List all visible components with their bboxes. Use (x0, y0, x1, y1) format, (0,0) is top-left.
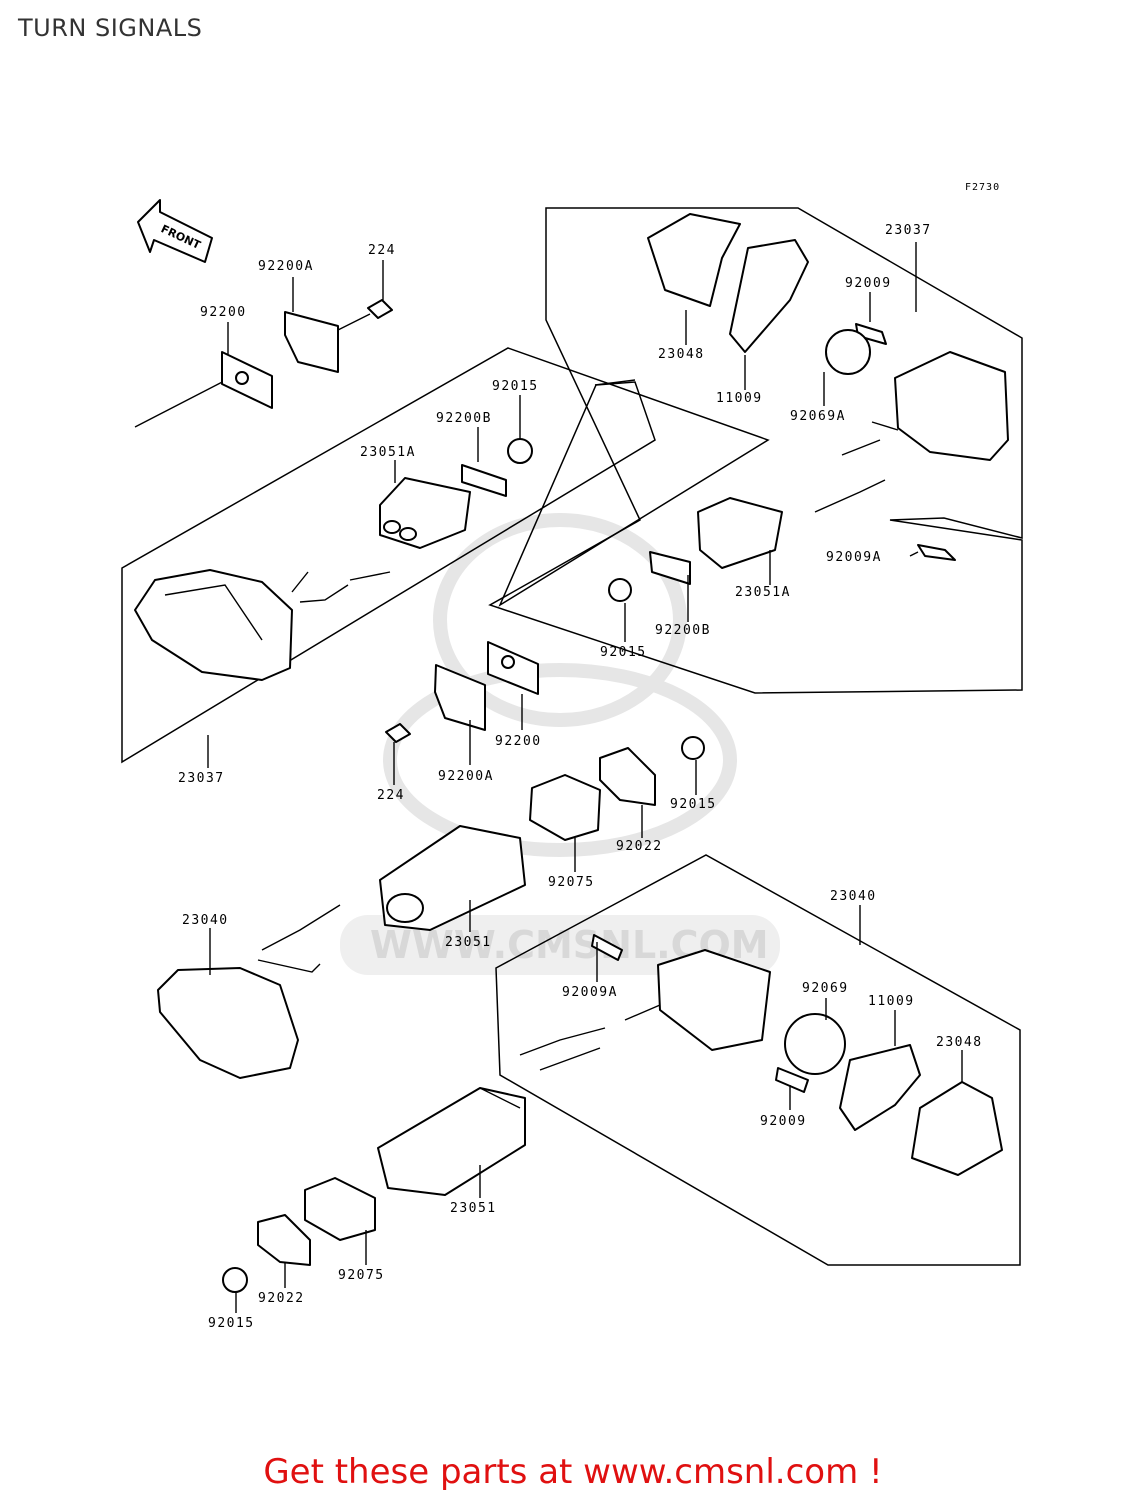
callout-92015-middle: 92015 (670, 797, 717, 812)
callout-92200B-right: 92200B (655, 623, 711, 638)
callout-leaders (207, 242, 963, 1313)
callout-11009-top: 11009 (716, 391, 763, 406)
callout-labels: 92200A 224 92200 92015 92200B 23051A 230… (178, 223, 983, 1331)
lens-23048-upper (647, 213, 741, 307)
callout-23048-top: 23048 (658, 347, 705, 362)
callout-23040-left: 23040 (182, 913, 229, 928)
frame-rear-left (495, 854, 1021, 1266)
callout-23040-right: 23040 (830, 889, 877, 904)
callout-92009-top: 92009 (845, 276, 892, 291)
callout-92069: 92069 (802, 981, 849, 996)
nut-92015-upper (507, 438, 533, 464)
turn-signal-23037-left (134, 569, 293, 681)
callout-92075-lower: 92075 (338, 1268, 385, 1283)
callout-92069A: 92069A (790, 409, 846, 424)
grommet-92075-lower (304, 1177, 376, 1241)
turn-signal-23040-left (157, 967, 299, 1079)
callout-92009A-top: 92009A (826, 550, 882, 565)
screw-92009A-lower (591, 934, 623, 961)
grommet-23051A-left (379, 477, 471, 549)
screw-92009-lower (775, 1067, 809, 1093)
callout-224-top: 224 (368, 243, 396, 258)
page-title: TURN SIGNALS (18, 14, 203, 42)
callout-92009A-lower: 92009A (562, 985, 618, 1000)
stay-23051-lower (377, 1087, 526, 1196)
callout-92015-lower: 92015 (208, 1316, 255, 1331)
callout-92022-middle: 92022 (616, 839, 663, 854)
turn-signal-housing-23040-right (657, 949, 771, 1051)
grommet-92075-middle (529, 774, 601, 841)
callout-92009-lower: 92009 (760, 1114, 807, 1129)
clamp-92200A-middle (434, 664, 486, 731)
screw-224-middle (385, 723, 411, 743)
plate-92200B-right (649, 551, 691, 585)
turn-signal-23037-right (894, 351, 1009, 461)
callout-224-middle: 224 (377, 788, 405, 803)
callout-23051A-left: 23051A (360, 445, 416, 460)
callout-23051A-right: 23051A (735, 585, 791, 600)
screw-224-upper (367, 299, 393, 319)
plate-92200B-upper (461, 464, 507, 497)
callout-11009-lower: 11009 (868, 994, 915, 1009)
nut-92015-lower (222, 1267, 248, 1293)
callout-92200-top: 92200 (200, 305, 247, 320)
callout-92015-top: 92015 (492, 379, 539, 394)
washer-92022-middle (599, 747, 656, 806)
callout-92200-middle: 92200 (495, 734, 542, 749)
bracket-92200-middle (487, 641, 539, 695)
gasket-11009-lower (839, 1044, 921, 1131)
screw-92009A-upper (917, 544, 956, 561)
callout-92022-lower: 92022 (258, 1291, 305, 1306)
callout-23051-middle: 23051 (445, 935, 492, 950)
gasket-11009-upper (729, 239, 809, 353)
front-arrow-icon: FRONT (137, 199, 213, 263)
callout-23051-lower: 23051 (450, 1201, 497, 1216)
bulb-92069A (825, 329, 871, 375)
clamp-92200A-upper (284, 311, 339, 373)
nut-92015-right (608, 578, 632, 602)
lens-23048-lower (911, 1081, 1003, 1176)
grommet-23051A-right (697, 497, 783, 569)
callout-92200A-top: 92200A (258, 259, 314, 274)
bulb-92069 (784, 1013, 846, 1075)
figure-code: F2730 (965, 182, 1000, 193)
callout-92200A-middle: 92200A (438, 769, 494, 784)
nut-92015-middle (681, 736, 705, 760)
callout-92075-middle: 92075 (548, 875, 595, 890)
callout-23037-left: 23037 (178, 771, 225, 786)
footer-cta-link[interactable]: Get these parts at www.cmsnl.com ! (263, 1452, 883, 1492)
callout-23037-right: 23037 (885, 223, 932, 238)
frame-rear-right (488, 207, 1023, 694)
callout-92015-right: 92015 (600, 645, 647, 660)
callout-23048-lower: 23048 (936, 1035, 983, 1050)
callout-92200B-top: 92200B (436, 411, 492, 426)
washer-92022-lower (257, 1214, 311, 1266)
